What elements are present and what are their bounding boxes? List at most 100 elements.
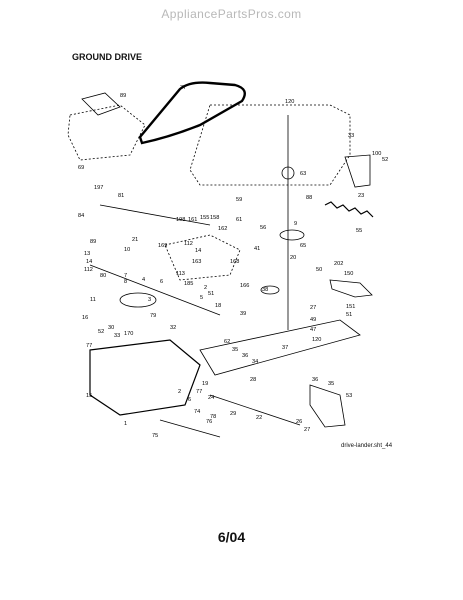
callout: 79 bbox=[150, 313, 156, 319]
callout: 14 bbox=[86, 259, 92, 265]
callout: 150 bbox=[344, 271, 353, 277]
callout: 89 bbox=[120, 93, 126, 99]
callout: 197 bbox=[94, 185, 103, 191]
callout: 19 bbox=[202, 381, 208, 387]
callout: 34 bbox=[252, 359, 258, 365]
callout: 75 bbox=[152, 433, 158, 439]
callout: 37 bbox=[282, 345, 288, 351]
callout: 38 bbox=[262, 287, 268, 293]
callout: 78 bbox=[210, 414, 216, 420]
callout: 120 bbox=[312, 337, 321, 343]
callout: 151 bbox=[346, 304, 355, 310]
transmission-pulley bbox=[119, 292, 157, 308]
callout: 65 bbox=[300, 243, 306, 249]
callout: 100 bbox=[372, 151, 381, 157]
callout: 14 bbox=[195, 248, 201, 254]
callout: 10 bbox=[124, 247, 130, 253]
callout: 88 bbox=[306, 195, 312, 201]
callout: 52 bbox=[98, 329, 104, 335]
ground-drive-diagram: 37 89 120 69 33 100 52 63 59 61 88 23 56… bbox=[67, 81, 388, 439]
idler-pulley bbox=[260, 285, 280, 295]
callout: 166 bbox=[240, 283, 249, 289]
callout: 1 bbox=[124, 421, 127, 427]
right-bracket bbox=[344, 154, 371, 188]
fender-outline bbox=[164, 234, 241, 281]
callout: 155 bbox=[200, 215, 209, 221]
callout: 198 bbox=[176, 217, 185, 223]
callout: 27 bbox=[304, 427, 310, 433]
callout: 69 bbox=[78, 165, 84, 171]
callout: 16 bbox=[82, 315, 88, 321]
callout: 170 bbox=[124, 331, 133, 337]
seat-pan-outline bbox=[67, 104, 146, 161]
diagram-title: GROUND DRIVE bbox=[72, 52, 143, 62]
callout: 52 bbox=[382, 157, 388, 163]
callout: 8 bbox=[124, 279, 127, 285]
callout: 77 bbox=[86, 343, 92, 349]
callout: 36 bbox=[242, 353, 248, 359]
callout: 77 bbox=[196, 389, 202, 395]
callout: 158 bbox=[210, 215, 219, 221]
drive-belt bbox=[138, 81, 246, 145]
callout: 5 bbox=[200, 295, 203, 301]
callout: 112 bbox=[184, 241, 193, 247]
callout: 51 bbox=[346, 312, 352, 318]
callout: 169 bbox=[158, 243, 167, 249]
callout: 47 bbox=[310, 327, 316, 333]
callout: 76 bbox=[206, 419, 212, 425]
callout: 30 bbox=[108, 325, 114, 331]
callout: 27 bbox=[310, 305, 316, 311]
brake-linkage bbox=[309, 384, 346, 428]
callout: 7 bbox=[124, 273, 127, 279]
callout: 35 bbox=[232, 347, 238, 353]
shift-lever bbox=[329, 279, 373, 298]
watermark: AppliancePartsPros.com bbox=[161, 7, 302, 21]
callout: 23 bbox=[358, 193, 364, 199]
callout: 35 bbox=[328, 381, 334, 387]
callout-labels: 37 89 120 69 33 100 52 63 59 61 88 23 56… bbox=[78, 85, 388, 439]
callout: 112 bbox=[84, 267, 93, 273]
callout: 202 bbox=[334, 261, 343, 267]
callout: 4 bbox=[142, 277, 145, 283]
callout: 55 bbox=[356, 228, 362, 234]
pedal-bracket bbox=[81, 92, 121, 116]
callout: 2 bbox=[178, 389, 181, 395]
callout: 89 bbox=[90, 239, 96, 245]
callout: 80 bbox=[100, 273, 106, 279]
callout: 59 bbox=[236, 197, 242, 203]
callout: 53 bbox=[346, 393, 352, 399]
callout: 15 bbox=[86, 393, 92, 399]
callout: 63 bbox=[300, 171, 306, 177]
callout: 33 bbox=[348, 133, 354, 139]
callout: 6 bbox=[160, 279, 163, 285]
callout: 51 bbox=[208, 291, 214, 297]
callout: 84 bbox=[78, 213, 84, 219]
callout: 81 bbox=[118, 193, 124, 199]
callout: 26 bbox=[296, 419, 302, 425]
callout: 37 bbox=[180, 85, 186, 91]
callout: 161 bbox=[188, 217, 197, 223]
clutch-pulley bbox=[279, 229, 305, 241]
callout: 36 bbox=[312, 377, 318, 383]
callout: 21 bbox=[132, 237, 138, 243]
callout: 6 bbox=[188, 397, 191, 403]
callout: 113 bbox=[176, 271, 185, 277]
callout: 22 bbox=[256, 415, 262, 421]
callout: 9 bbox=[294, 221, 297, 227]
callout: 39 bbox=[240, 311, 246, 317]
callout: 33 bbox=[114, 333, 120, 339]
callout: 185 bbox=[184, 281, 193, 287]
callout: 11 bbox=[90, 297, 96, 303]
callout: 29 bbox=[230, 411, 236, 417]
callout: 56 bbox=[260, 225, 266, 231]
callout: 20 bbox=[290, 255, 296, 261]
callout: 50 bbox=[316, 267, 322, 273]
callout: 28 bbox=[250, 377, 256, 383]
file-reference: drive-lander.sht_44 bbox=[341, 443, 393, 449]
callout: 74 bbox=[194, 409, 200, 415]
spring bbox=[324, 201, 374, 218]
callout: 41 bbox=[254, 246, 260, 252]
callout: 3 bbox=[148, 297, 151, 303]
frame-outline bbox=[189, 104, 351, 186]
callout: 18 bbox=[215, 303, 221, 309]
